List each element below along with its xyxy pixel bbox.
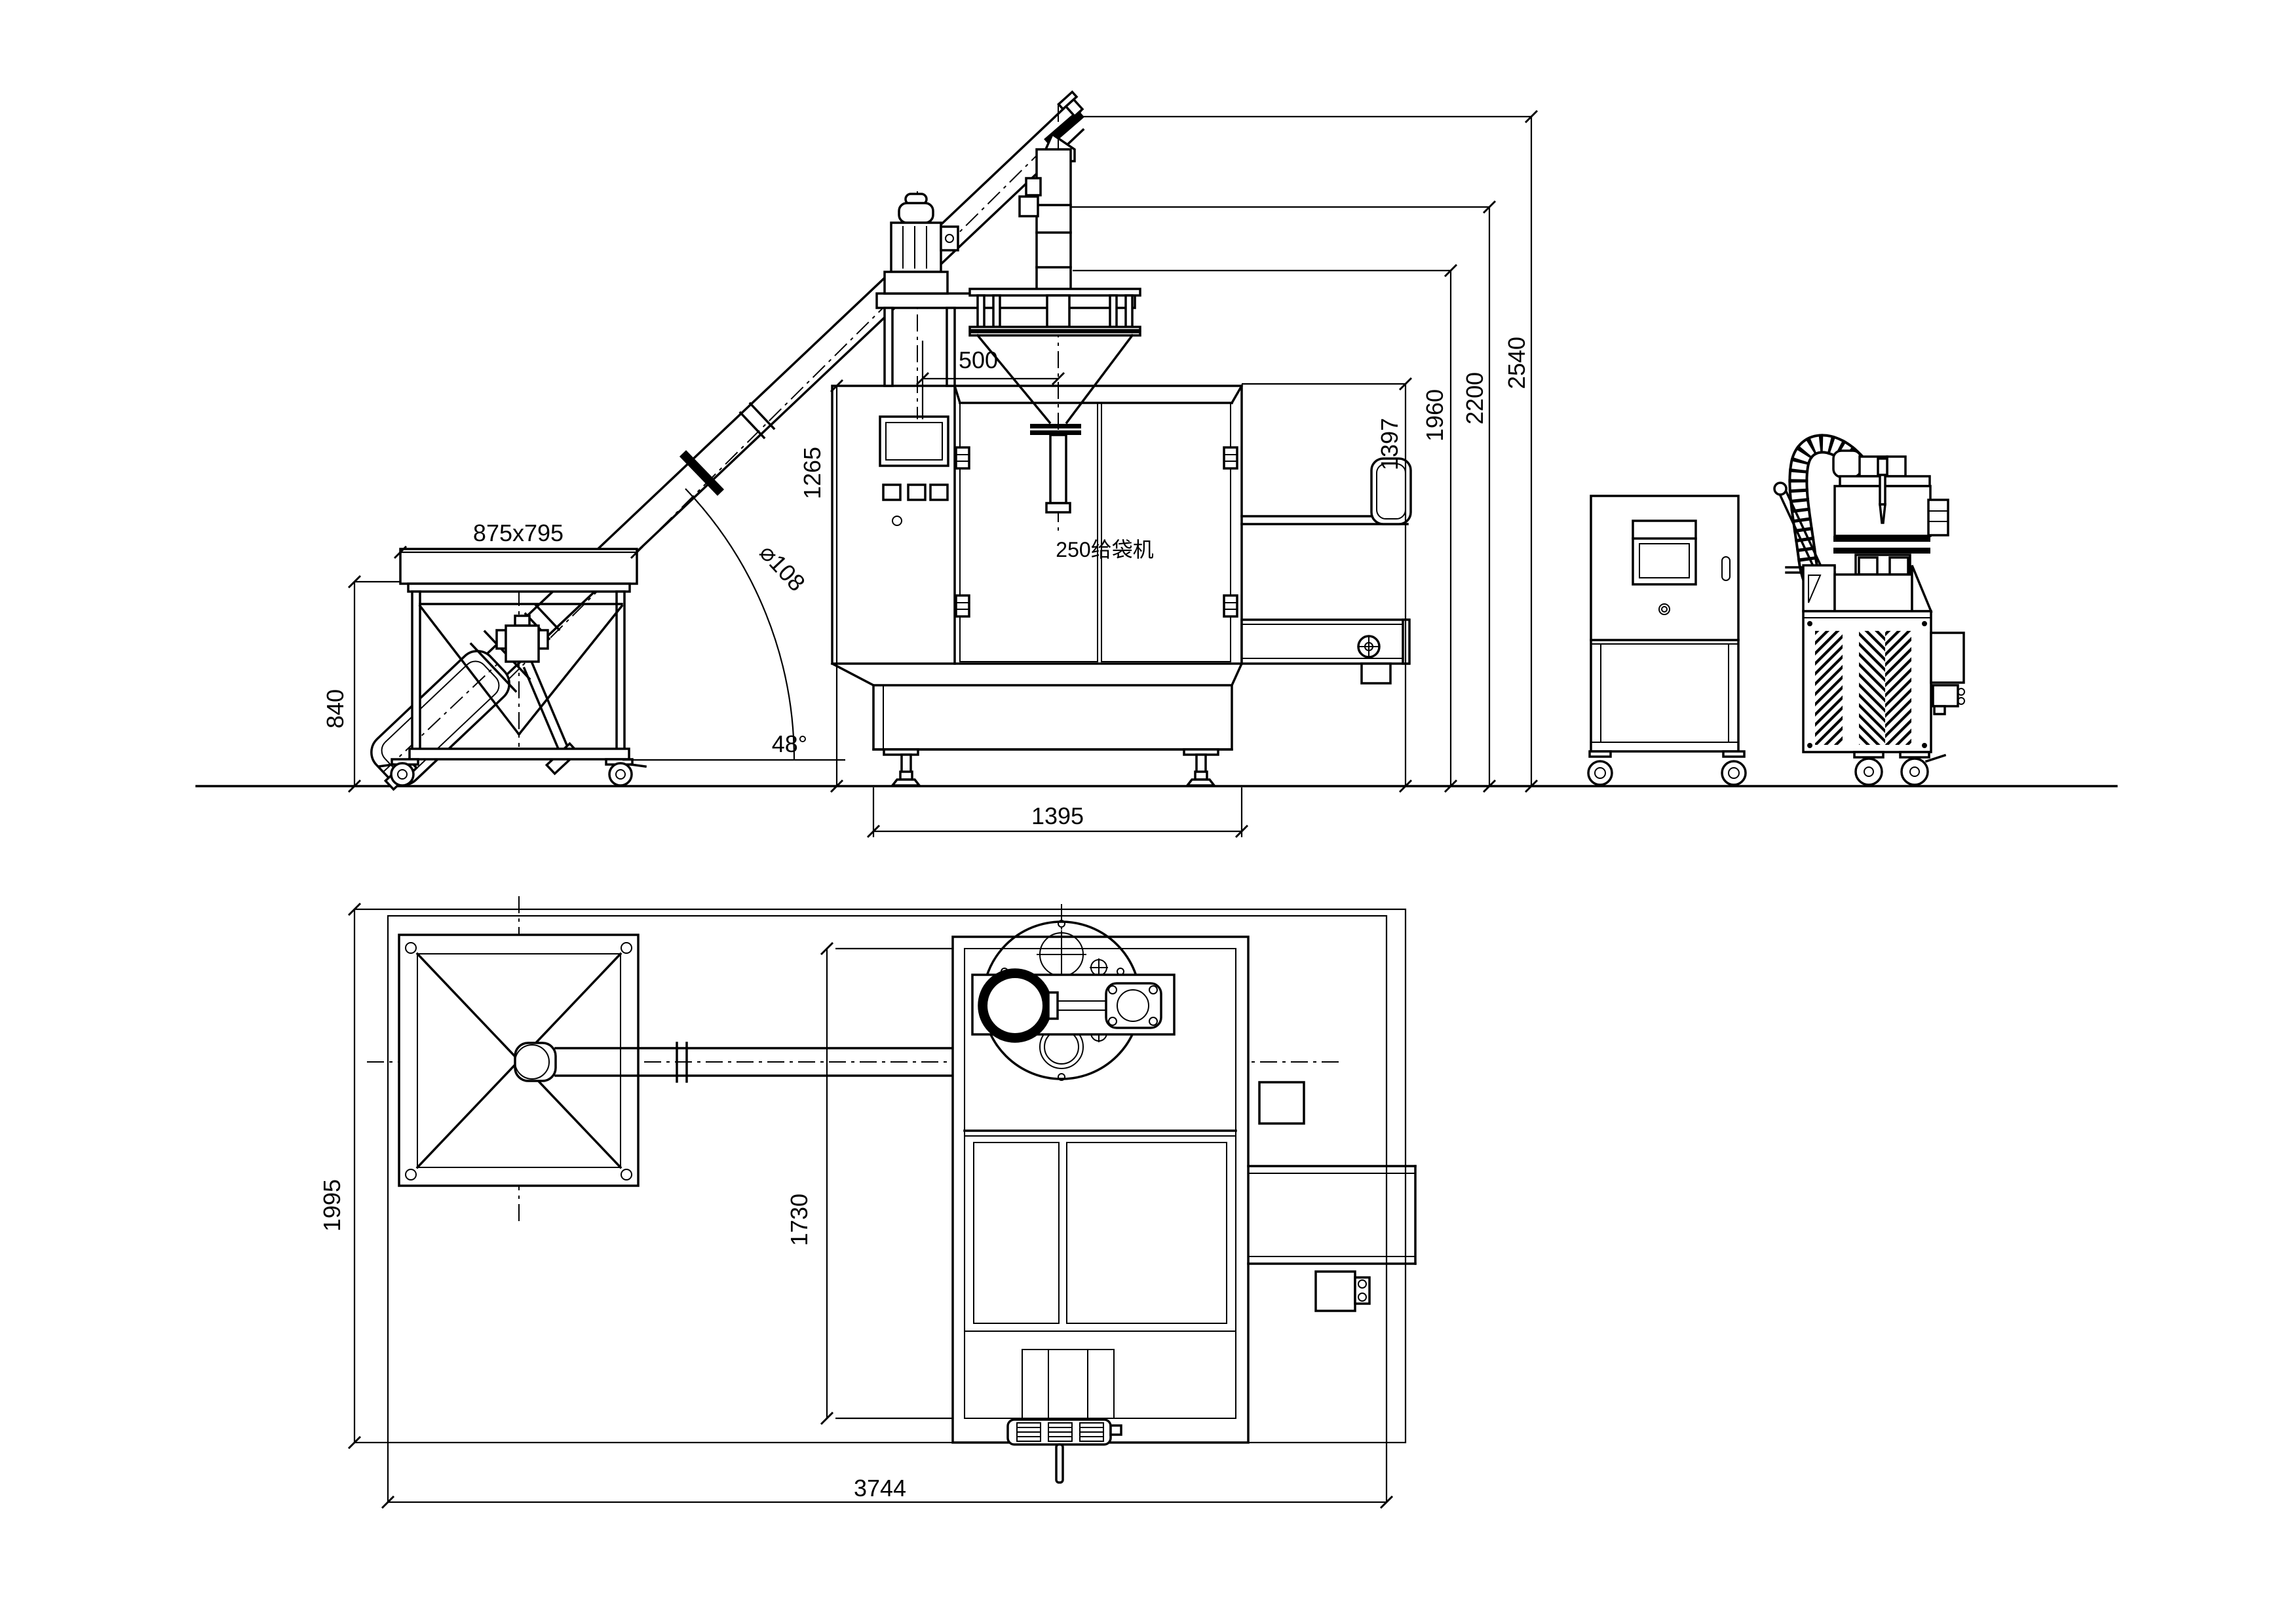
dim-infeed-height-label: 2200	[1461, 372, 1488, 425]
pot-latch	[1927, 499, 1949, 537]
dim-machine-height-label: 1397	[1376, 418, 1403, 470]
bin-caster-left	[377, 758, 419, 787]
hmi-screen	[879, 415, 949, 467]
machine-base	[830, 662, 1244, 787]
conveyor-motor	[1360, 662, 1392, 685]
screw-intake-housing	[370, 650, 510, 786]
dim-bin-height-label: 840	[322, 689, 349, 728]
feeder-electrical-box	[1930, 632, 1965, 715]
door-hinges	[955, 446, 1238, 618]
clamp-pin	[1055, 1443, 1064, 1484]
discharge-column	[1018, 148, 1072, 292]
feeder-cart	[1802, 610, 1932, 753]
dim-hopper-offset-label: 500	[959, 347, 998, 373]
machine-control-panel	[879, 415, 949, 526]
dim-panel-height-label: 1265	[799, 447, 826, 499]
weigher-funnel	[968, 288, 1141, 514]
elevation-dimensions: 875x795 840 48° ⌀108 1265 500 1395 1397 …	[322, 109, 1539, 839]
plan-dimensions: 1995 1730 3744	[318, 902, 1394, 1509]
dim-outlet-height-label: 1960	[1421, 389, 1448, 442]
plan-feed-pipe	[554, 1042, 954, 1083]
machine-label: 250给袋机	[1056, 538, 1153, 561]
panel-indicator	[892, 516, 902, 526]
feed-bin	[377, 548, 647, 787]
dim-layout-depth-label: 1995	[318, 1179, 345, 1232]
panel-button	[907, 483, 927, 501]
panel-button	[929, 483, 949, 501]
cabinet-button	[1658, 603, 1670, 615]
plan-bag-clamp	[1006, 1418, 1122, 1484]
dosing-station	[875, 105, 1141, 534]
plan-envelope-inner	[387, 915, 1388, 1503]
feeder-hopper-pot	[1832, 449, 1949, 537]
dim-conveyor-height-label: 2540	[1503, 337, 1530, 389]
cabinet-screen	[1632, 519, 1697, 586]
cabinet-handle	[1721, 556, 1731, 581]
plan-envelope-outer	[353, 908, 1407, 1444]
dim-layout-width-label: 3744	[854, 1475, 906, 1501]
filling-tube	[1049, 434, 1067, 504]
feeder-casters	[1853, 751, 1947, 786]
dim-machine-width-label: 1395	[1031, 803, 1084, 829]
plan-view: 1995 1730 3744	[318, 896, 1417, 1509]
bin-top-flange	[399, 548, 638, 585]
plan-feed-bin	[398, 934, 640, 1187]
control-cabinet	[1587, 495, 1747, 786]
dim-machine-depth-label: 1730	[786, 1194, 813, 1246]
outfeed-conveyor	[1240, 618, 1411, 685]
louvre-panel	[1885, 631, 1911, 745]
tube-weld-band	[679, 450, 725, 496]
louvre-panel	[1815, 631, 1843, 745]
bin-caster-right	[605, 758, 647, 787]
dim-incline-angle-label: 48°	[772, 730, 807, 757]
dim-bin-top-label: 875x795	[473, 519, 564, 546]
panel-button	[882, 483, 902, 501]
bag-magazine-bracket	[1240, 457, 1412, 525]
dim-tube-diameter-label: ⌀108	[754, 539, 811, 597]
plan-drive	[971, 968, 1176, 1043]
bag-feeder-machine: 250给袋机	[830, 384, 1412, 787]
machine-door-left	[959, 402, 1098, 662]
louvre-panel	[1859, 631, 1885, 745]
vacuum-feeder	[1773, 434, 1965, 786]
machine-door-right	[1101, 402, 1231, 662]
plan-outfeed	[1247, 1081, 1417, 1312]
auger-motor	[883, 193, 959, 295]
bin-agitator	[495, 614, 549, 663]
cabinet-casters	[1587, 750, 1747, 786]
